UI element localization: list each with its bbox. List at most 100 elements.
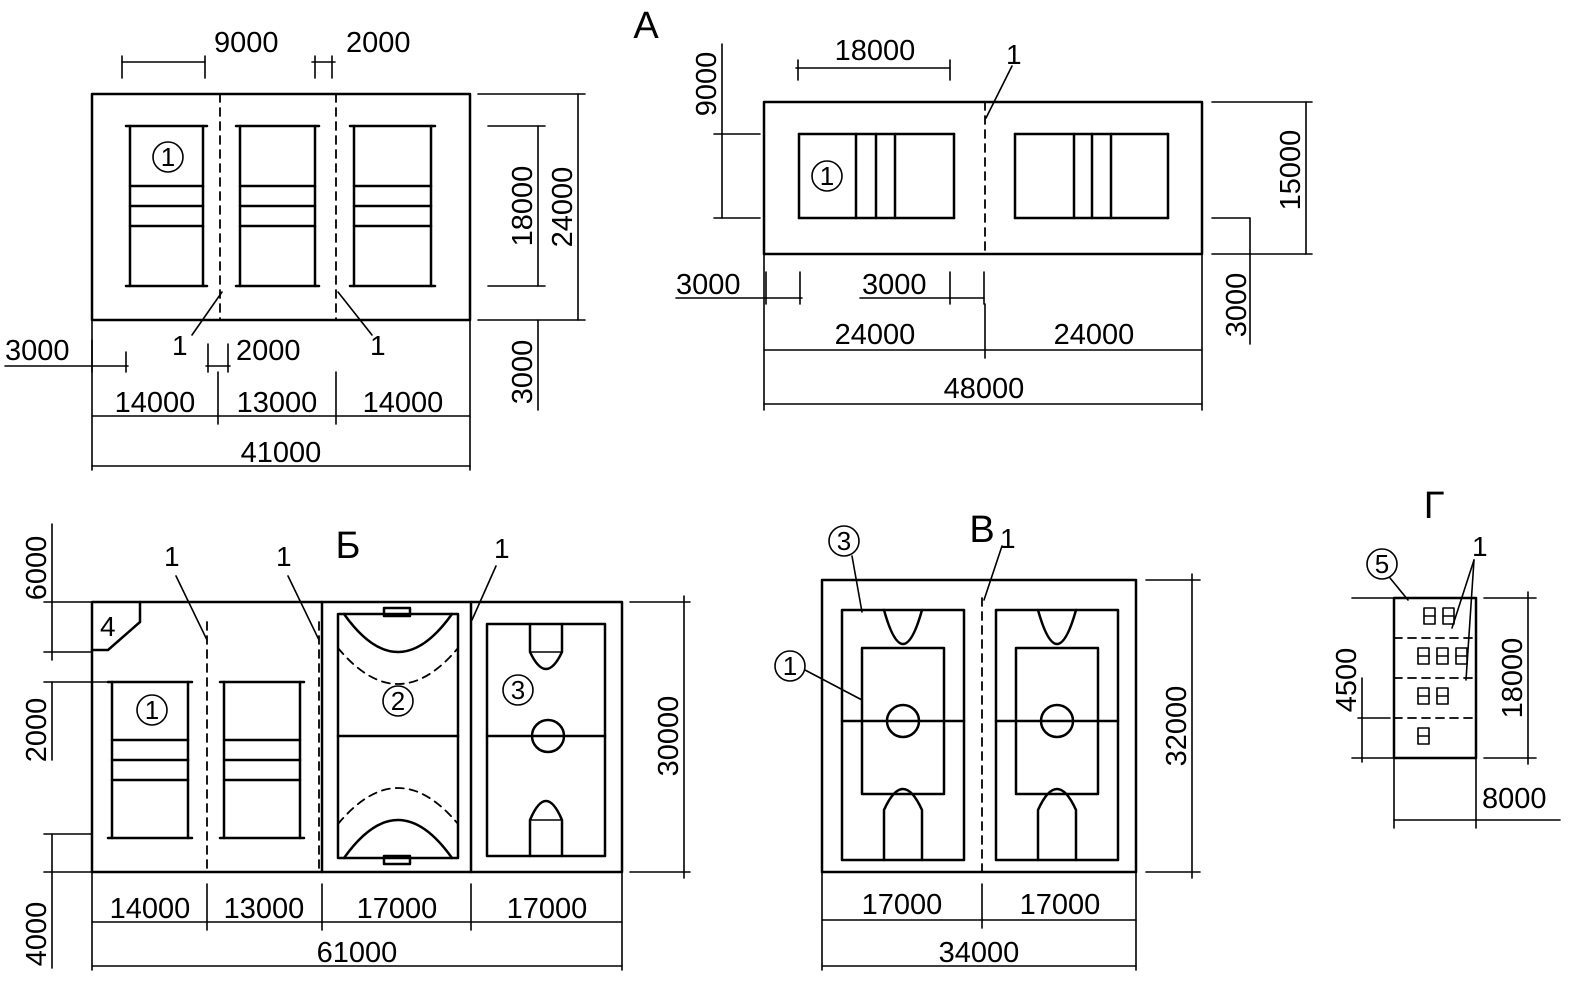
handball-court xyxy=(336,606,460,866)
basketball-court xyxy=(994,608,1120,862)
divider-tag: 1 xyxy=(1006,39,1022,70)
dimension-label: 17000 xyxy=(507,893,588,925)
dimension-label: 17000 xyxy=(862,889,943,921)
plan-b-site-boundary xyxy=(90,600,624,874)
dimension-label: 32000 xyxy=(1161,686,1193,767)
court-number-marker xyxy=(382,685,414,717)
volleyball-court xyxy=(1013,132,1170,220)
dimension-label: 13000 xyxy=(224,893,305,925)
leader-line xyxy=(471,565,497,621)
plan-g-title: Г xyxy=(1424,485,1445,527)
dimension-label: 24000 xyxy=(1054,319,1135,351)
dimension-label: 18000 xyxy=(507,166,539,247)
divider-tag: 1 xyxy=(1000,523,1016,554)
volleyball-court xyxy=(234,124,321,288)
leader-line xyxy=(191,291,223,336)
area-number-marker xyxy=(1366,548,1398,580)
leader-line xyxy=(1465,559,1475,681)
court-number: 3 xyxy=(511,675,525,705)
dimension-label: 14000 xyxy=(115,387,196,419)
court-number-marker xyxy=(811,160,843,192)
dimension-label: 9000 xyxy=(691,52,723,117)
dimension-label: 8000 xyxy=(1482,783,1547,815)
volleyball-court xyxy=(124,124,209,288)
dimension-label: 24000 xyxy=(547,167,579,248)
court-number: 1 xyxy=(145,695,159,725)
volleyball-court xyxy=(348,124,437,288)
divider-tag: 1 xyxy=(494,533,510,564)
dimension-label: 3000 xyxy=(5,335,70,367)
dimension-label: 18000 xyxy=(835,35,916,67)
leader-line xyxy=(804,669,863,701)
court-number: 2 xyxy=(391,686,405,716)
court-number-marker xyxy=(774,650,806,682)
divider-tag: 1 xyxy=(370,330,386,361)
dimension-label: 6000 xyxy=(21,536,53,601)
dimension-label: 48000 xyxy=(944,373,1025,405)
leader-line xyxy=(1389,577,1409,601)
dimension-label: 34000 xyxy=(939,937,1020,969)
table-tennis-tables xyxy=(1417,607,1468,745)
divider-tag: 1 xyxy=(172,330,188,361)
volleyball-court xyxy=(106,680,194,840)
dimension-label: 13000 xyxy=(237,387,318,419)
dimension-label: 15000 xyxy=(1275,130,1307,211)
area-tag: 4 xyxy=(100,611,116,642)
leader-line xyxy=(983,545,1003,601)
leader-line xyxy=(1451,559,1475,629)
plan-a-right: 1 1 18000 9000 15000 3000 3000 3000 2400… xyxy=(675,35,1313,411)
court-number: 1 xyxy=(783,651,797,681)
dimension-label: 14000 xyxy=(363,387,444,419)
dimension-label: 3000 xyxy=(676,269,741,301)
basketball-court xyxy=(840,608,966,862)
dimension-label: 18000 xyxy=(1497,638,1529,719)
plan-a-left: 1 1 1 9000 2000 18000 24000 3000 3000 20… xyxy=(4,27,586,471)
dimension-label: 24000 xyxy=(835,319,916,351)
court-number: 1 xyxy=(161,142,175,172)
dimension-label: 30000 xyxy=(653,696,685,777)
dimension-label: 4500 xyxy=(1331,648,1363,713)
plan-v-site-boundary xyxy=(820,578,1138,874)
dimension-label: 9000 xyxy=(214,27,279,59)
dimension-label: 14000 xyxy=(110,893,191,925)
dimension-label: 3000 xyxy=(862,269,927,301)
plan-v-title: В xyxy=(969,509,994,551)
volleyball-court xyxy=(797,132,956,220)
dimension-label: 2000 xyxy=(346,27,411,59)
leader-line xyxy=(287,575,320,641)
dimension-label: 41000 xyxy=(241,437,322,469)
plan-v: 3 1 1 32000 17000 17000 34000 xyxy=(774,523,1201,971)
court-number-marker xyxy=(502,674,534,706)
plan-g: 5 1 4500 18000 8000 xyxy=(1331,531,1561,829)
divider-tag: 1 xyxy=(1472,531,1488,562)
plan-a-left-site-boundary xyxy=(90,92,472,322)
divider-tag: 1 xyxy=(164,541,180,572)
plan-b: 4 1 2 xyxy=(21,523,691,971)
court-number-marker xyxy=(136,694,168,726)
basketball-court xyxy=(485,622,607,858)
leader-line xyxy=(985,65,1013,119)
dimension-label: 17000 xyxy=(357,893,438,925)
area-number: 5 xyxy=(1375,549,1389,579)
volleyball-court xyxy=(218,680,306,840)
leader-line xyxy=(337,291,373,336)
court-number: 1 xyxy=(820,161,834,191)
court-number-marker xyxy=(828,525,860,557)
leader-line xyxy=(175,575,208,641)
plan-a-title: А xyxy=(633,5,659,47)
dimension-label: 3000 xyxy=(1221,273,1253,338)
dimension-label: 4000 xyxy=(21,902,53,967)
dimension-label: 61000 xyxy=(317,937,398,969)
dimension-label: 17000 xyxy=(1020,889,1101,921)
divider-tag: 1 xyxy=(276,541,292,572)
leader-line xyxy=(851,555,863,613)
dimension-label: 2000 xyxy=(236,335,301,367)
plan-b-title: Б xyxy=(336,525,361,567)
utility-area xyxy=(90,600,142,652)
dimension-label: 2000 xyxy=(21,698,53,763)
plan-a-right-site-boundary xyxy=(762,100,1204,256)
court-number-marker xyxy=(152,141,184,173)
dimension-label: 3000 xyxy=(507,340,539,405)
court-number: 3 xyxy=(837,526,851,556)
